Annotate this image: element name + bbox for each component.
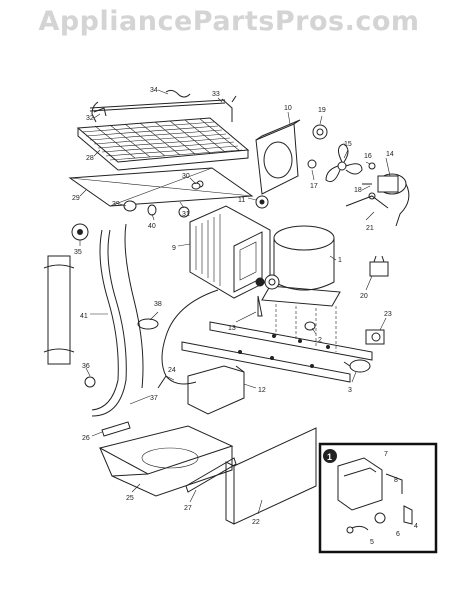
callout-24: 24 (168, 367, 176, 374)
condenser-tubes (89, 89, 237, 123)
compressor (255, 225, 341, 307)
part-23 (365, 329, 385, 345)
callout-26: 26 (82, 435, 90, 442)
callout-40: 40 (148, 223, 156, 230)
callout-28: 28 (86, 155, 94, 162)
relay (369, 255, 389, 277)
part-3 (343, 359, 371, 373)
callout-37: 37 (150, 395, 158, 402)
callout-27: 27 (184, 505, 192, 512)
part-40 (147, 204, 157, 216)
part-13-tube (257, 295, 263, 317)
callout-4: 4 (414, 523, 418, 530)
bracket-panel (187, 365, 245, 415)
callout-31: 31 (182, 211, 190, 218)
part-31 (178, 206, 190, 218)
callout-36: 36 (82, 363, 90, 370)
bracket (93, 107, 107, 117)
part-11 (255, 195, 269, 209)
callout-38: 38 (154, 301, 162, 308)
drain-pan (98, 425, 234, 497)
condenser-coil (76, 117, 250, 171)
callout-12: 12 (258, 387, 266, 394)
drain-hose (91, 223, 144, 417)
watermark-text: AppliancePartsPros.com (38, 6, 420, 37)
grommet (307, 159, 317, 169)
drip-plate (68, 167, 254, 207)
callout-2: 2 (318, 337, 322, 344)
callout-35: 35 (74, 249, 82, 256)
fan-motor (345, 162, 410, 227)
callout-34: 34 (150, 87, 158, 94)
callout-5: 5 (370, 539, 374, 546)
callout-8: 8 (394, 477, 398, 484)
capillary-tubing (137, 289, 219, 389)
callout-1: 1 (338, 257, 342, 264)
part-35 (71, 223, 89, 241)
callout-39: 39 (112, 201, 120, 208)
fan-blade (325, 143, 363, 183)
callout-29: 29 (72, 195, 80, 202)
part-27 (185, 457, 237, 493)
callout-22: 22 (252, 519, 260, 526)
callout-17: 17 (310, 183, 318, 190)
callout-11: 11 (238, 197, 245, 204)
callout-32: 32 (86, 115, 94, 122)
callout-41: 41 (80, 313, 88, 320)
callout-15: 15 (344, 141, 352, 148)
callout-9: 9 (172, 245, 176, 252)
fan-shroud (255, 119, 301, 195)
callout-20: 20 (360, 293, 368, 300)
cover-panel (225, 427, 317, 525)
callout-30: 30 (182, 173, 190, 180)
part-26 (101, 421, 131, 437)
callout-7: 7 (384, 451, 388, 458)
part-30 (191, 182, 201, 190)
callout-23: 23 (384, 311, 392, 318)
clip (84, 376, 96, 388)
callout-25: 25 (126, 495, 134, 502)
callout-21: 21 (366, 225, 374, 232)
callout-16: 16 (364, 153, 372, 160)
inset-box (318, 442, 438, 554)
callout-18: 18 (354, 187, 362, 194)
callout-6: 6 (396, 531, 400, 538)
part-39 (123, 200, 137, 212)
inset-marker-label: 1 (327, 452, 332, 462)
callout-10: 10 (284, 105, 292, 112)
motor-bracket (312, 124, 328, 140)
callout-33: 33 (212, 91, 220, 98)
callout-13: 13 (228, 325, 236, 332)
callout-3: 3 (348, 387, 352, 394)
gasket-panel (43, 255, 75, 365)
callout-14: 14 (386, 151, 394, 158)
callout-19: 19 (318, 107, 326, 114)
mount-grommets (275, 304, 337, 352)
leader-lines (79, 89, 391, 515)
mounting-rails (181, 321, 373, 383)
